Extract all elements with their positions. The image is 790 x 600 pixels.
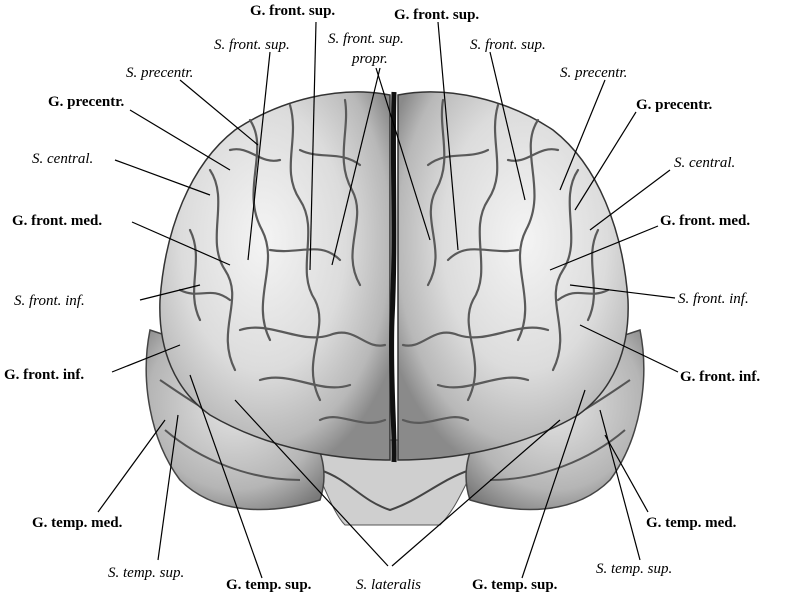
label-g-front-inf-left: G. front. inf. <box>4 366 84 384</box>
label-g-front-inf-right: G. front. inf. <box>680 368 760 386</box>
label-g-temp-sup-right: G. temp. sup. <box>472 576 557 594</box>
label-s-front-sup-left: S. front. sup. <box>214 36 290 54</box>
label-s-front-sup-propr: S. front. sup. <box>328 30 404 48</box>
label-s-front-sup-propr-2: propr. <box>352 50 388 68</box>
label-g-front-sup-left: G. front. sup. <box>250 2 335 20</box>
label-g-precentr-right: G. precentr. <box>636 96 712 114</box>
label-s-precentr-right: S. precentr. <box>560 64 627 82</box>
label-s-central-right: S. central. <box>674 154 735 172</box>
label-g-front-med-right: G. front. med. <box>660 212 750 230</box>
label-s-temp-sup-right: S. temp. sup. <box>596 560 672 578</box>
label-s-front-inf-left: S. front. inf. <box>14 292 85 310</box>
label-s-central-left: S. central. <box>32 150 93 168</box>
label-g-precentr-left: G. precentr. <box>48 93 124 111</box>
label-g-front-med-left: G. front. med. <box>12 212 102 230</box>
label-s-precentr-left: S. precentr. <box>126 64 193 82</box>
label-s-lateralis: S. lateralis <box>356 576 421 594</box>
label-g-front-sup-right: G. front. sup. <box>394 6 479 24</box>
label-g-temp-sup-left: G. temp. sup. <box>226 576 311 594</box>
label-s-front-sup-right: S. front. sup. <box>470 36 546 54</box>
label-s-front-inf-right: S. front. inf. <box>678 290 749 308</box>
label-g-temp-med-right: G. temp. med. <box>646 514 736 532</box>
label-s-temp-sup-left: S. temp. sup. <box>108 564 184 582</box>
longitudinal-fissure <box>392 92 395 462</box>
label-g-temp-med-left: G. temp. med. <box>32 514 122 532</box>
